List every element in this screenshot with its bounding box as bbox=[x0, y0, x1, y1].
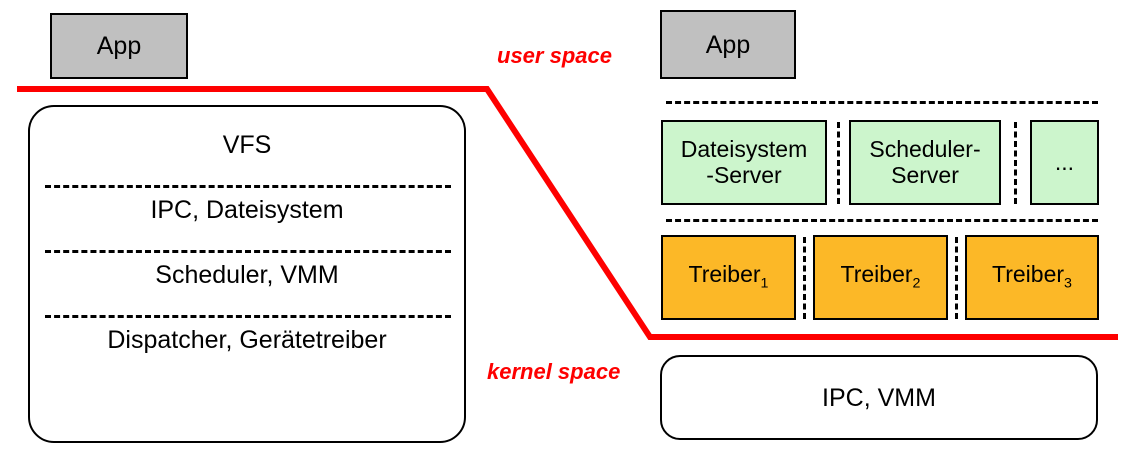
driver-box-3: Treiber3 bbox=[965, 235, 1099, 320]
driver-label: Treiber bbox=[992, 261, 1065, 288]
server-box-dateisystem: Dateisystem -Server bbox=[661, 120, 827, 205]
driver-box-1: Treiber1 bbox=[661, 235, 796, 320]
server-label-line2: -Server bbox=[706, 161, 782, 188]
monolithic-layer-divider bbox=[45, 250, 451, 253]
monolithic-layer-label: VFS bbox=[222, 130, 272, 159]
monolithic-layer-divider bbox=[45, 315, 451, 318]
driver-separator bbox=[803, 237, 806, 319]
kernel-space-label: kernel space bbox=[487, 359, 621, 384]
server-separator bbox=[1014, 122, 1017, 204]
server-separator bbox=[837, 122, 840, 204]
server-band-bottom-divider bbox=[666, 219, 1098, 222]
server-label-line1: Dateisystem bbox=[680, 135, 808, 162]
monolithic-layer-vfs: VFS bbox=[28, 113, 466, 177]
server-box-more: ... bbox=[1030, 120, 1099, 205]
user-space-label: user space bbox=[497, 43, 612, 68]
server-label-line1: Scheduler- bbox=[869, 135, 981, 162]
app-box-monolithic: App bbox=[50, 13, 188, 79]
microkernel-core-box: IPC, VMM bbox=[660, 355, 1098, 440]
driver-index: 3 bbox=[1064, 275, 1072, 292]
server-label-line1: ... bbox=[1054, 148, 1075, 175]
app-box-microkernel: App bbox=[660, 10, 796, 79]
monolithic-layer-label: IPC, Dateisystem bbox=[150, 195, 344, 224]
app-label: App bbox=[96, 32, 142, 60]
monolithic-layer-divider bbox=[45, 185, 451, 188]
driver-separator bbox=[955, 237, 958, 319]
server-box-scheduler: Scheduler- Server bbox=[849, 120, 1001, 205]
microkernel-core-label: IPC, VMM bbox=[822, 383, 936, 412]
server-label-line2: Server bbox=[891, 161, 959, 188]
monolithic-layer-label: Dispatcher, Gerätetreiber bbox=[107, 325, 387, 354]
driver-index: 2 bbox=[912, 275, 921, 292]
driver-box-2: Treiber2 bbox=[813, 235, 948, 320]
driver-label: Treiber bbox=[840, 261, 913, 288]
app-label: App bbox=[705, 30, 751, 59]
driver-index: 1 bbox=[760, 275, 769, 292]
driver-label: Treiber bbox=[688, 261, 761, 288]
monolithic-layer-label: Scheduler, VMM bbox=[155, 260, 339, 289]
server-band-top-divider bbox=[666, 101, 1098, 104]
